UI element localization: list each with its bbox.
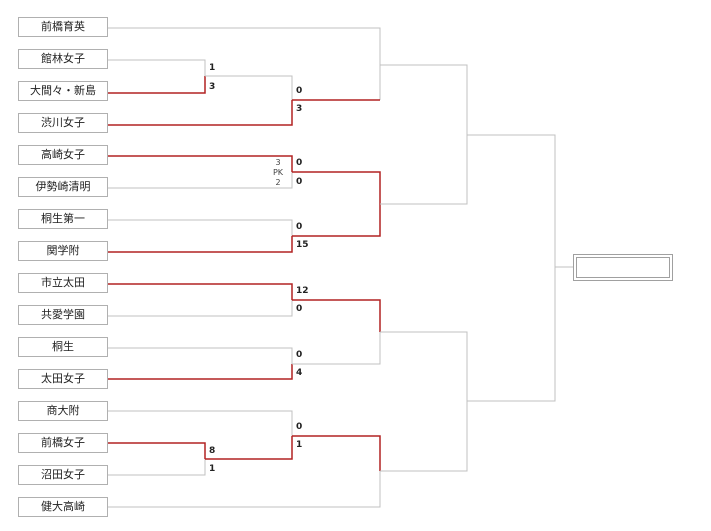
score: 15 <box>296 240 309 250</box>
bracket-line <box>292 332 381 365</box>
champion-box <box>573 254 673 281</box>
team-box: 桐生 <box>18 337 108 357</box>
bracket-line-win <box>108 236 293 253</box>
pk-score: 3 <box>275 158 281 167</box>
team-box: 高崎女子 <box>18 145 108 165</box>
bracket-line-win <box>205 436 293 460</box>
bracket-line <box>380 135 468 205</box>
score: 0 <box>296 350 303 360</box>
team-box: 共愛学園 <box>18 305 108 325</box>
team-box: 桐生第一 <box>18 209 108 229</box>
score: 1 <box>209 63 216 73</box>
bracket-line <box>380 401 468 472</box>
bracket-line <box>108 471 381 508</box>
bracket-line-win <box>292 435 381 471</box>
bracket-line-win <box>108 155 293 172</box>
score: 3 <box>209 82 216 92</box>
score: 3 <box>296 104 303 114</box>
bracket-line <box>108 410 293 436</box>
bracket-line <box>380 64 468 135</box>
team-box: 大間々・新島 <box>18 81 108 101</box>
team-box: 前橋育英 <box>18 17 108 37</box>
bracket-line <box>380 331 468 401</box>
bracket-line <box>108 459 206 476</box>
bracket-line-win <box>292 204 381 237</box>
bracket-line <box>108 219 293 236</box>
pk-label: PK <box>272 168 284 177</box>
score: 12 <box>296 286 309 296</box>
score: 1 <box>209 464 216 474</box>
team-box: 商大附 <box>18 401 108 421</box>
bracket-line <box>108 59 206 76</box>
bracket-line-win <box>292 171 381 204</box>
team-box: 館林女子 <box>18 49 108 69</box>
team-box: 健大高崎 <box>18 497 108 517</box>
score: 0 <box>296 222 303 232</box>
team-box: 太田女子 <box>18 369 108 389</box>
bracket-line <box>467 267 556 402</box>
team-box: 伊勢崎清明 <box>18 177 108 197</box>
score: 1 <box>296 440 303 450</box>
bracket-line <box>205 75 293 100</box>
score: 0 <box>296 177 303 187</box>
team-box: 市立太田 <box>18 273 108 293</box>
score: 8 <box>209 446 216 456</box>
bracket-line <box>108 172 293 189</box>
bracket-line <box>108 347 293 364</box>
bracket-line-win <box>108 100 293 126</box>
score: 0 <box>296 422 303 432</box>
team-box: 前橋女子 <box>18 433 108 453</box>
champion-name <box>576 257 670 278</box>
score: 0 <box>296 304 303 314</box>
team-box: 渋川女子 <box>18 113 108 133</box>
bracket-line-win <box>108 442 206 459</box>
bracket-line <box>108 300 293 317</box>
score: 0 <box>296 158 303 168</box>
pk-score: 2 <box>275 178 281 187</box>
team-box: 関学附 <box>18 241 108 261</box>
bracket-line <box>467 134 556 267</box>
bracket-line-win <box>108 283 293 300</box>
team-box: 沼田女子 <box>18 465 108 485</box>
bracket-line-win <box>108 76 206 94</box>
bracket-line <box>108 27 381 100</box>
score: 4 <box>296 368 303 378</box>
bracket-line-win <box>108 364 293 380</box>
bracket-line-win <box>292 299 381 332</box>
score: 0 <box>296 86 303 96</box>
